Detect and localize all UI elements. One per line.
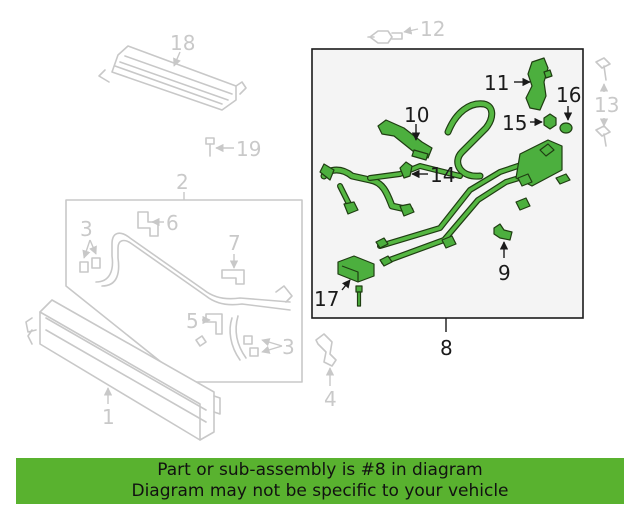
callout-6[interactable]: 6 (166, 211, 179, 235)
part-6-bracket[interactable] (137, 211, 164, 237)
part-5-bracket[interactable] (195, 313, 223, 347)
callout-9[interactable]: 9 (498, 261, 511, 285)
part-1-oil-cooler[interactable] (25, 299, 221, 441)
callout-8[interactable]: 8 (440, 336, 453, 360)
part-11-bracket[interactable] (514, 57, 553, 111)
sub-assembly-2-box (65, 192, 303, 383)
part-19-bolt[interactable] (205, 137, 234, 157)
part-3-clips-upper[interactable] (79, 239, 101, 273)
part-3-clips-lower[interactable] (243, 335, 283, 357)
part-12-sensor[interactable] (367, 26, 419, 44)
part-15-nut[interactable] (530, 113, 557, 130)
part-18-cooler[interactable] (98, 45, 247, 111)
banner-line-2: Diagram may not be specific to your vehi… (131, 481, 509, 501)
part-4-bracket[interactable] (315, 333, 337, 386)
callout-2[interactable]: 2 (176, 170, 189, 194)
callout-19[interactable]: 19 (236, 137, 261, 161)
part-9-bracket[interactable] (493, 223, 513, 258)
callout-7[interactable]: 7 (228, 231, 241, 255)
callout-14[interactable]: 14 (430, 163, 455, 187)
callout-13[interactable]: 13 (594, 93, 619, 117)
part-10-fitting[interactable] (377, 119, 433, 161)
callout-16[interactable]: 16 (556, 83, 581, 107)
banner-line-1: Part or sub-assembly is #8 in diagram (157, 460, 483, 480)
callout-10[interactable]: 10 (404, 103, 429, 127)
callout-1[interactable]: 1 (102, 405, 115, 429)
part-2-cooler-lines[interactable] (95, 232, 293, 361)
part-14-clip[interactable] (399, 161, 428, 179)
info-banner: Part or sub-assembly is #8 in diagram Di… (16, 458, 624, 504)
callout-3-lower[interactable]: 3 (282, 335, 295, 359)
part-17-module[interactable] (337, 255, 375, 307)
part-16-cap[interactable] (559, 106, 573, 134)
callout-4[interactable]: 4 (324, 387, 337, 411)
callout-5[interactable]: 5 (186, 309, 199, 333)
callout-18[interactable]: 18 (170, 31, 195, 55)
callout-12[interactable]: 12 (420, 17, 445, 41)
part-13-bolts[interactable] (595, 57, 611, 147)
callout-11[interactable]: 11 (484, 71, 509, 95)
callout-15[interactable]: 15 (502, 111, 527, 135)
callout-17[interactable]: 17 (314, 287, 339, 311)
callout-3-upper[interactable]: 3 (80, 217, 93, 241)
part-7-bracket[interactable] (221, 254, 245, 285)
